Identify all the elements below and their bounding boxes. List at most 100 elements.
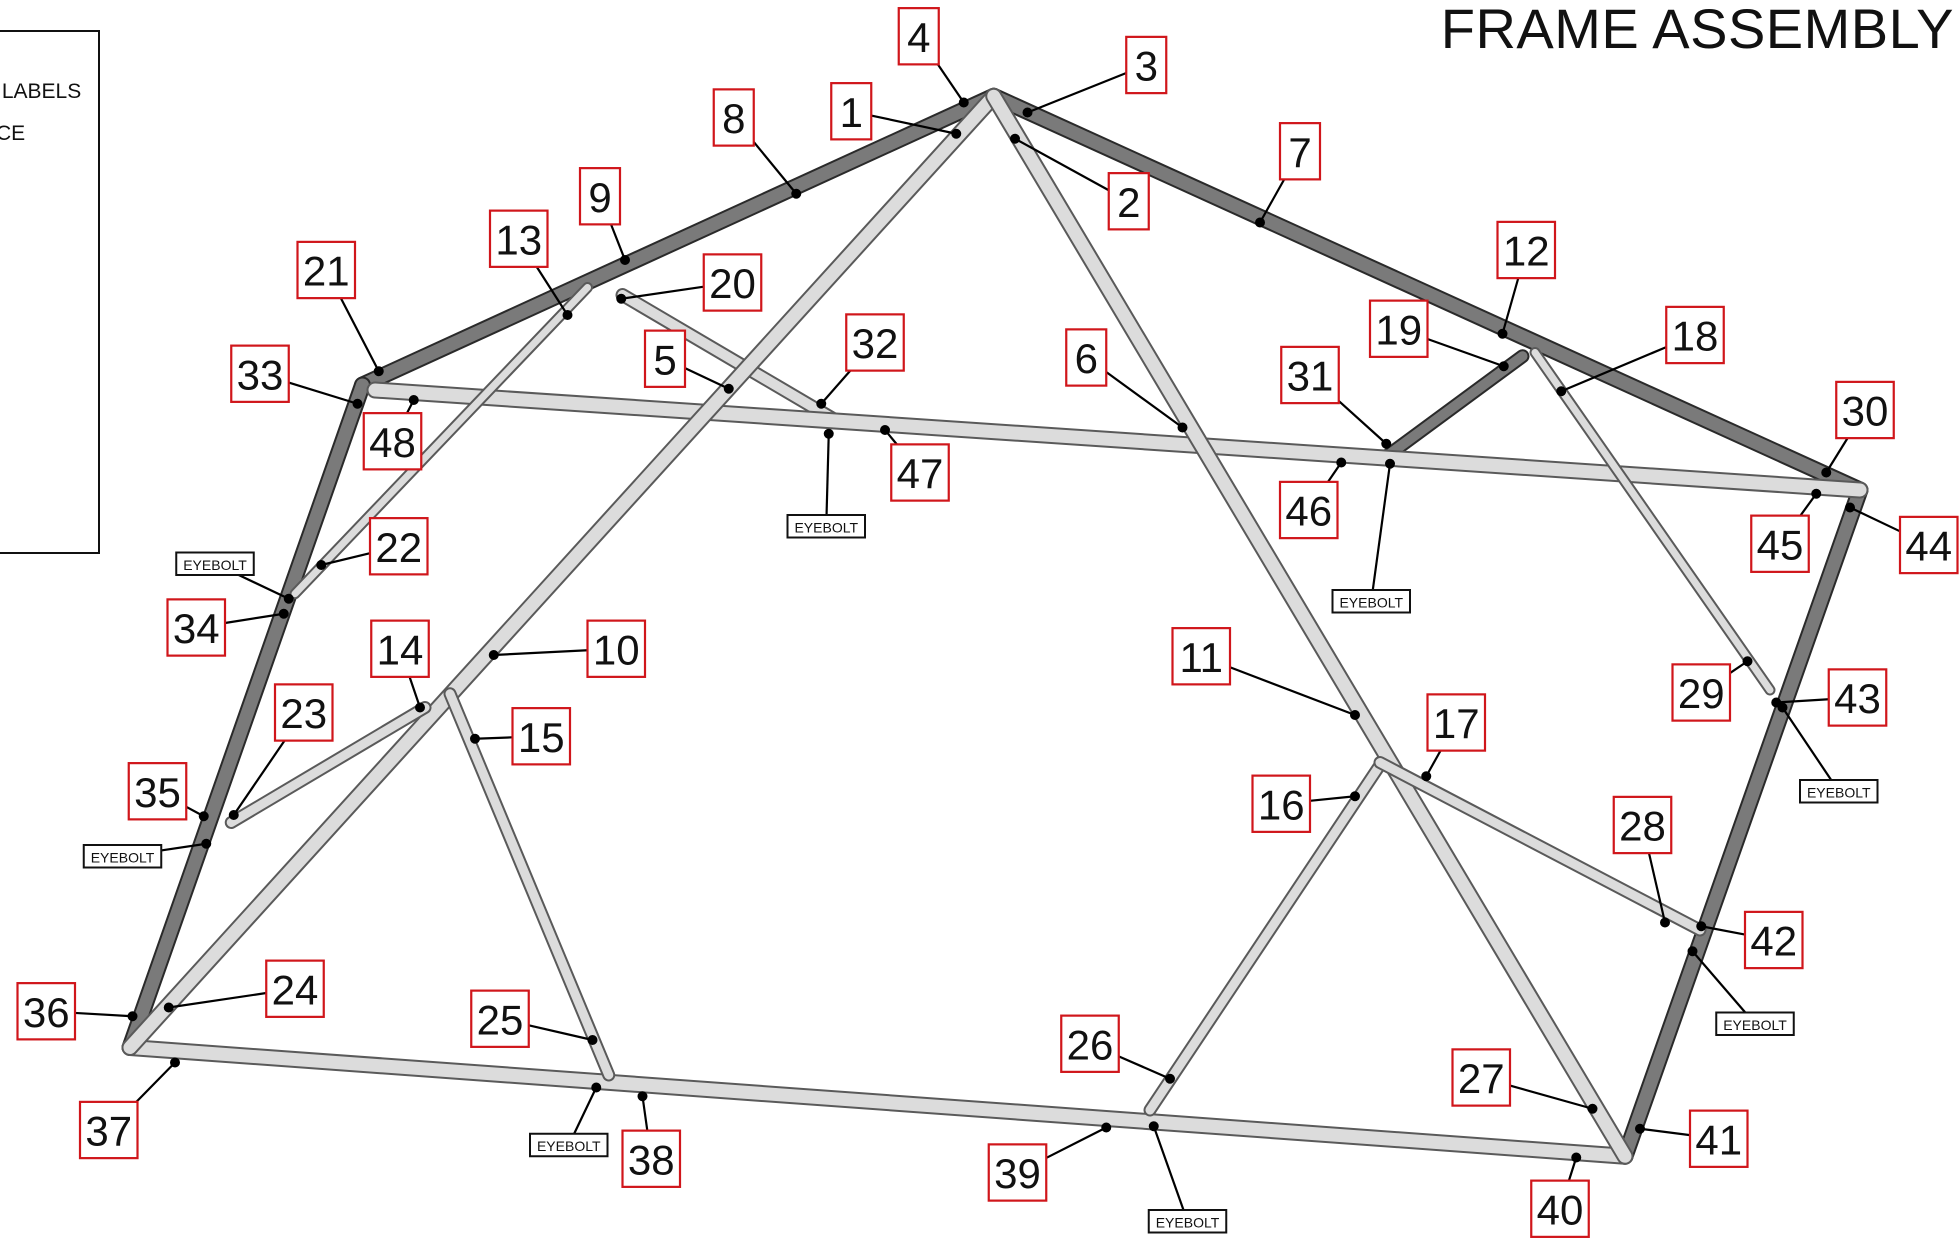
eyebolt-text: EYEBOLT	[794, 519, 858, 535]
part-label-17: 17	[1426, 693, 1487, 752]
attach-dot-21	[373, 366, 384, 377]
attach-dot-9	[620, 255, 630, 265]
attach-dot-2	[1010, 133, 1020, 144]
leader-10	[493, 649, 588, 657]
part-label-36: 36	[16, 982, 77, 1041]
part-label-28: 28	[1612, 795, 1673, 855]
leader-19	[1427, 337, 1505, 368]
part-label-29: 29	[1671, 663, 1732, 722]
attach-dot-41	[1635, 1123, 1645, 1134]
part-label-text: 33	[237, 351, 284, 398]
part-label-text: 7	[1288, 129, 1311, 176]
part-label-text: 48	[369, 419, 416, 466]
eyebolt-text: EYEBOLT	[91, 849, 155, 865]
part-label-text: 13	[495, 216, 542, 263]
part-label-text: 21	[303, 248, 350, 295]
part-label-48: 48	[362, 412, 423, 471]
brace-15	[443, 687, 616, 1082]
leader-6	[1105, 371, 1184, 429]
diagonal-tube-right	[985, 87, 1634, 1165]
part-label-13: 13	[488, 209, 549, 268]
part-label-12: 12	[1496, 220, 1557, 280]
leader-39	[1045, 1126, 1107, 1159]
attach-dot-19	[1498, 361, 1509, 372]
leader-lines	[74, 63, 1901, 1181]
part-label-text: 36	[23, 989, 70, 1036]
part-label-37: 37	[78, 1100, 139, 1160]
attach-dot-45	[1811, 488, 1822, 499]
part-label-32: 32	[845, 313, 905, 372]
attach-dot-47	[880, 425, 890, 435]
leader-36	[74, 1011, 133, 1018]
part-label-25: 25	[470, 989, 530, 1048]
leader-41	[1639, 1127, 1691, 1137]
part-label-text: 20	[709, 260, 756, 307]
part-label-20: 20	[702, 253, 763, 312]
attach-dot-25	[587, 1035, 598, 1045]
attach-dot-39	[1101, 1122, 1112, 1133]
leader-42	[1701, 925, 1746, 936]
eyebolt-label-7: EYEBOLT	[1715, 1011, 1795, 1036]
leader-22	[320, 552, 371, 567]
part-label-21: 21	[296, 240, 357, 300]
part-label-text: 34	[173, 605, 220, 652]
attach-dot-42	[1696, 921, 1707, 932]
strut-20	[615, 288, 842, 427]
attach-dot-10	[488, 650, 499, 660]
part-label-text: 45	[1757, 521, 1804, 568]
part-label-19: 19	[1368, 299, 1429, 358]
brace-18	[1529, 347, 1776, 696]
leader-24	[168, 991, 267, 1009]
leader-13	[535, 266, 569, 316]
eyebolt-leader	[573, 1087, 598, 1135]
part-label-text: 2	[1117, 179, 1140, 226]
eyebolt-label-8: EYEBOLT	[1799, 779, 1879, 804]
part-label-text: 19	[1375, 306, 1422, 353]
brace-14	[224, 701, 432, 829]
leader-27	[1509, 1084, 1593, 1110]
part-label-14: 14	[370, 619, 430, 678]
part-label-6: 6	[1065, 328, 1108, 387]
eyebolt-text: EYEBOLT	[1156, 1214, 1220, 1230]
part-label-text: 6	[1075, 335, 1098, 382]
brace-16	[1143, 758, 1387, 1117]
eyebolt-label-2: EYEBOLT	[1331, 589, 1411, 614]
eyebolt-leader	[1691, 950, 1747, 1014]
leader-5	[684, 367, 730, 390]
part-label-10: 10	[586, 619, 647, 678]
part-label-30: 30	[1835, 380, 1895, 440]
part-label-text: 38	[628, 1136, 675, 1183]
leader-2	[1014, 137, 1110, 192]
attach-dot-33	[352, 398, 363, 409]
attach-dot-35	[198, 811, 209, 822]
roof-tube-right	[985, 87, 1869, 499]
part-label-18: 18	[1665, 305, 1725, 365]
legend-line-1: E LABELS	[0, 80, 82, 103]
diagonal-tube-left	[121, 87, 1003, 1056]
leader-14	[408, 676, 422, 708]
eyebolt-dot	[1148, 1121, 1159, 1132]
frame-tubes	[121, 87, 1869, 1165]
part-label-16: 16	[1251, 774, 1312, 833]
side-tube-right	[1616, 481, 1869, 1165]
attach-dot-8	[791, 188, 802, 199]
part-label-text: 22	[375, 524, 422, 571]
eyebolt-labels: EYEBOLT EYEBOLT EYEBOLT EYEBOLT EYEBOLT EYEBO…	[82, 428, 1879, 1234]
brace-17	[1373, 756, 1707, 937]
leader-11	[1229, 666, 1356, 717]
part-label-text: 23	[280, 690, 327, 737]
leader-23	[232, 740, 286, 816]
part-label-text: 14	[377, 626, 424, 673]
leader-9	[610, 223, 627, 261]
part-label-text: 24	[272, 966, 319, 1013]
attach-dot-40	[1571, 1152, 1582, 1163]
attach-dot-14	[415, 702, 425, 713]
leader-34	[224, 612, 284, 625]
leader-12	[1501, 277, 1520, 335]
part-label-text: 37	[85, 1108, 132, 1155]
leader-8	[752, 141, 798, 195]
attach-dot-5	[723, 383, 734, 394]
eyebolt-label-1: EYEBOLT	[786, 514, 866, 539]
part-label-45: 45	[1750, 514, 1810, 573]
